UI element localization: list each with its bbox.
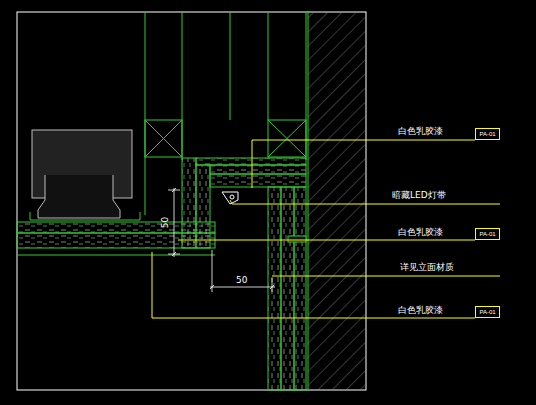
material-label: 白色乳胶漆: [398, 127, 443, 136]
dimension-text: 50: [161, 217, 170, 228]
tag-code: PA-01: [479, 231, 495, 237]
material-tag: PA-01: [475, 228, 500, 240]
material-label: 白色乳胶漆: [398, 306, 443, 315]
material-tag: PA-01: [475, 306, 500, 318]
material-label: 暗藏LED灯带: [392, 191, 446, 200]
tag-code: PA-01: [479, 131, 495, 137]
dimension-text: 50: [236, 276, 247, 285]
tag-code: PA-01: [479, 309, 495, 315]
material-label: 详见立面材质: [400, 263, 454, 272]
material-tag: PA-01: [475, 128, 500, 140]
material-label: 白色乳胶漆: [398, 228, 443, 237]
